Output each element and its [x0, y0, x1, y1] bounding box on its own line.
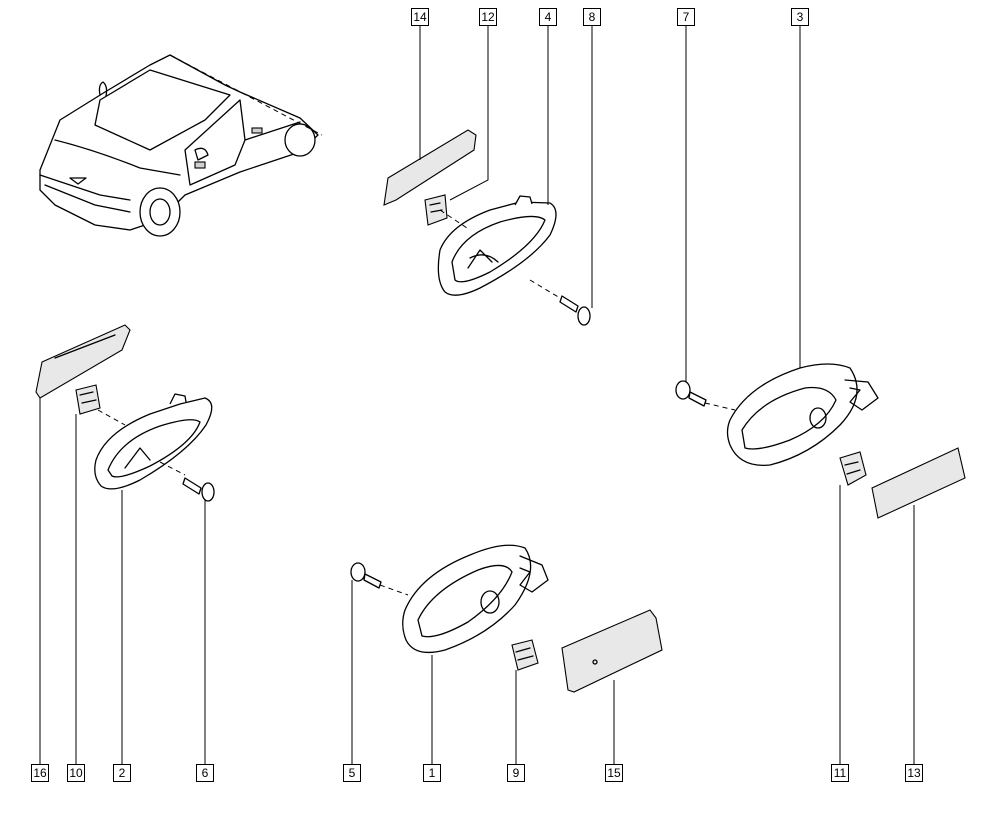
- callout-2: 2: [113, 764, 131, 782]
- part-14-trim-panel: [383, 129, 477, 206]
- callout-10: 10: [67, 764, 85, 782]
- callout-11: 11: [831, 764, 849, 782]
- part-15-cover-plate: [561, 609, 663, 693]
- part-2-handle: [94, 397, 213, 490]
- callout-16: 16: [31, 764, 49, 782]
- part-4-handle: [437, 201, 557, 296]
- part-3-handle-body: [726, 363, 858, 466]
- part-11-clip: [839, 451, 867, 486]
- car-overview-illustration: [39, 54, 323, 237]
- callout-6: 6: [196, 764, 214, 782]
- part-8-screw: [559, 295, 591, 326]
- callout-3: 3: [791, 8, 809, 26]
- part-12-clip: [424, 194, 448, 226]
- part-13-cover-plate: [871, 447, 966, 519]
- assembly-left: [35, 324, 215, 502]
- part-1-handle-body: [402, 544, 532, 654]
- callout-15: 15: [605, 764, 623, 782]
- callout-12: 12: [479, 8, 497, 26]
- part-10-clip: [75, 384, 101, 415]
- part-9-clip: [511, 639, 539, 671]
- callout-7: 7: [677, 8, 695, 26]
- callout-14: 14: [411, 8, 429, 26]
- part-6-screw: [182, 477, 215, 502]
- leader-lines: [39, 26, 915, 764]
- callout-13: 13: [905, 764, 923, 782]
- callout-9: 9: [507, 764, 525, 782]
- assembly-right: [675, 363, 966, 519]
- callout-8: 8: [583, 8, 601, 26]
- assembly-top-center: [383, 129, 591, 326]
- part-16-trim-panel: [35, 324, 131, 399]
- callout-1: 1: [423, 764, 441, 782]
- callout-4: 4: [539, 8, 557, 26]
- callout-5: 5: [343, 764, 361, 782]
- part-7-screw: [675, 380, 707, 407]
- part-5-screw: [350, 562, 382, 589]
- assembly-bottom-center: [350, 544, 663, 693]
